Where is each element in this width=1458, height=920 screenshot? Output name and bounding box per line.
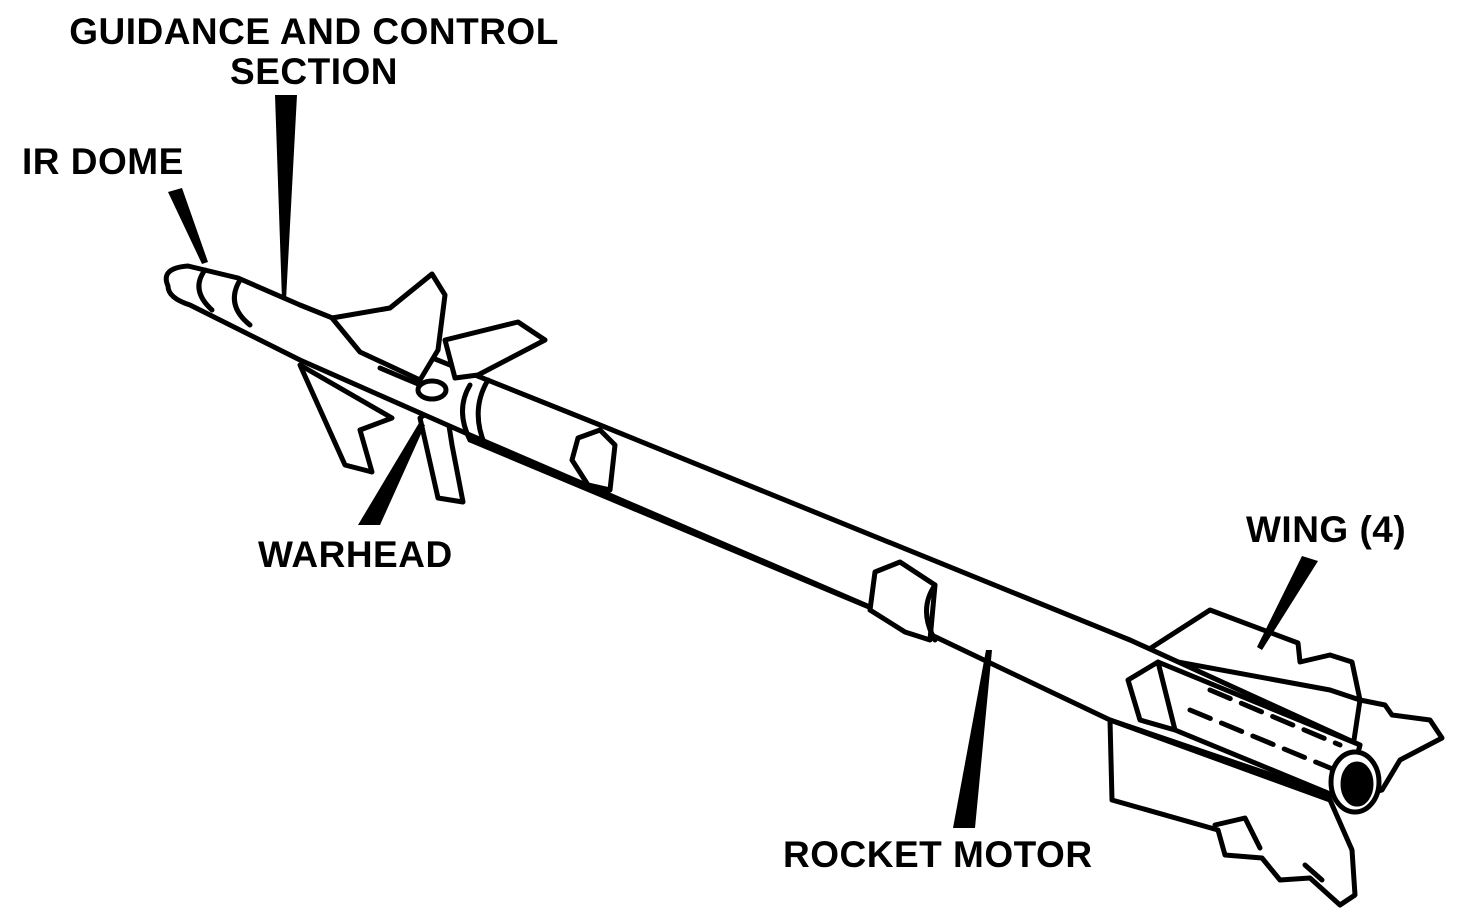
- guidance-label-line2: SECTION: [230, 51, 398, 92]
- leader-warhead: [358, 423, 425, 525]
- rear-wing-lower: [1107, 717, 1358, 908]
- ir-dome-band: [196, 267, 215, 313]
- leader-rocket-motor: [953, 650, 992, 828]
- leader-wing: [1257, 556, 1318, 650]
- rear-wing-upper: [1137, 607, 1363, 703]
- warhead-fuze: [415, 378, 449, 402]
- guidance-control-label: GUIDANCE AND CONTROL SECTION: [55, 12, 573, 92]
- leader-ir-dome: [168, 188, 208, 264]
- leader-guidance: [275, 95, 297, 300]
- launch-hanger-2: [867, 559, 938, 643]
- wing-label: WING (4): [1246, 509, 1407, 550]
- launch-hanger-1: [569, 427, 618, 493]
- canard-lower-left: [297, 362, 395, 475]
- canard-upper-left: [329, 271, 448, 383]
- guidance-label-line1: GUIDANCE AND CONTROL: [69, 11, 559, 52]
- rocket-motor-label: ROCKET MOTOR: [783, 834, 1093, 875]
- canard-upper-right: [442, 319, 548, 381]
- ir-dome-label: IR DOME: [22, 141, 184, 182]
- warhead-label: WARHEAD: [258, 534, 453, 575]
